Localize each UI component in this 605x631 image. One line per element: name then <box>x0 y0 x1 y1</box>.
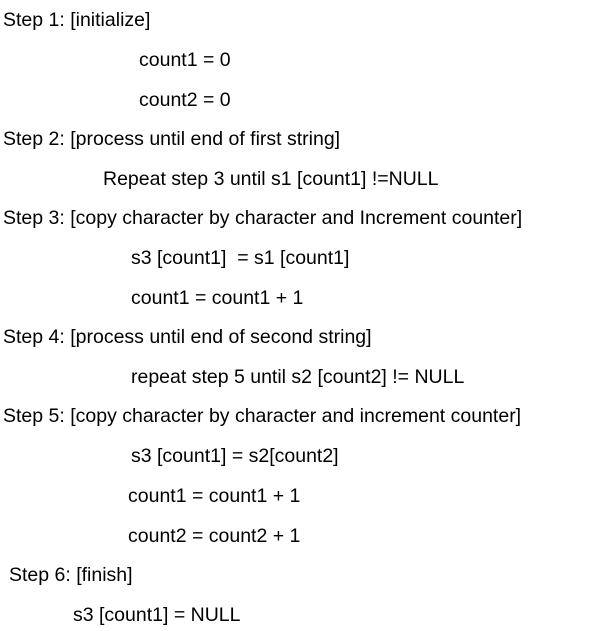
step-1-heading: Step 1: [initialize] <box>3 9 151 31</box>
step-6-terminate: s3 [count1] = NULL <box>73 604 241 626</box>
step-2-repeat: Repeat step 3 until s1 [count1] !=NULL <box>103 168 439 190</box>
step-4-heading: Step 4: [process until end of second str… <box>3 326 372 348</box>
step-3-heading: Step 3: [copy character by character and… <box>3 207 523 229</box>
step-5-heading: Step 5: [copy character by character and… <box>3 405 522 427</box>
step-3-increment: count1 = count1 + 1 <box>131 287 304 309</box>
step-5-copy: s3 [count1] = s2[count2] <box>131 445 339 467</box>
step-4-repeat: repeat step 5 until s2 [count2] != NULL <box>131 366 465 388</box>
step-1-count2-init: count2 = 0 <box>139 89 231 111</box>
step-5-increment-2: count2 = count2 + 1 <box>128 525 301 547</box>
step-2-heading: Step 2: [process until end of first stri… <box>3 128 341 150</box>
step-5-increment-1: count1 = count1 + 1 <box>128 485 301 507</box>
step-1-count1-init: count1 = 0 <box>139 49 231 71</box>
step-6-heading: Step 6: [finish] <box>9 564 133 586</box>
step-3-copy: s3 [count1] = s1 [count1] <box>131 247 350 269</box>
